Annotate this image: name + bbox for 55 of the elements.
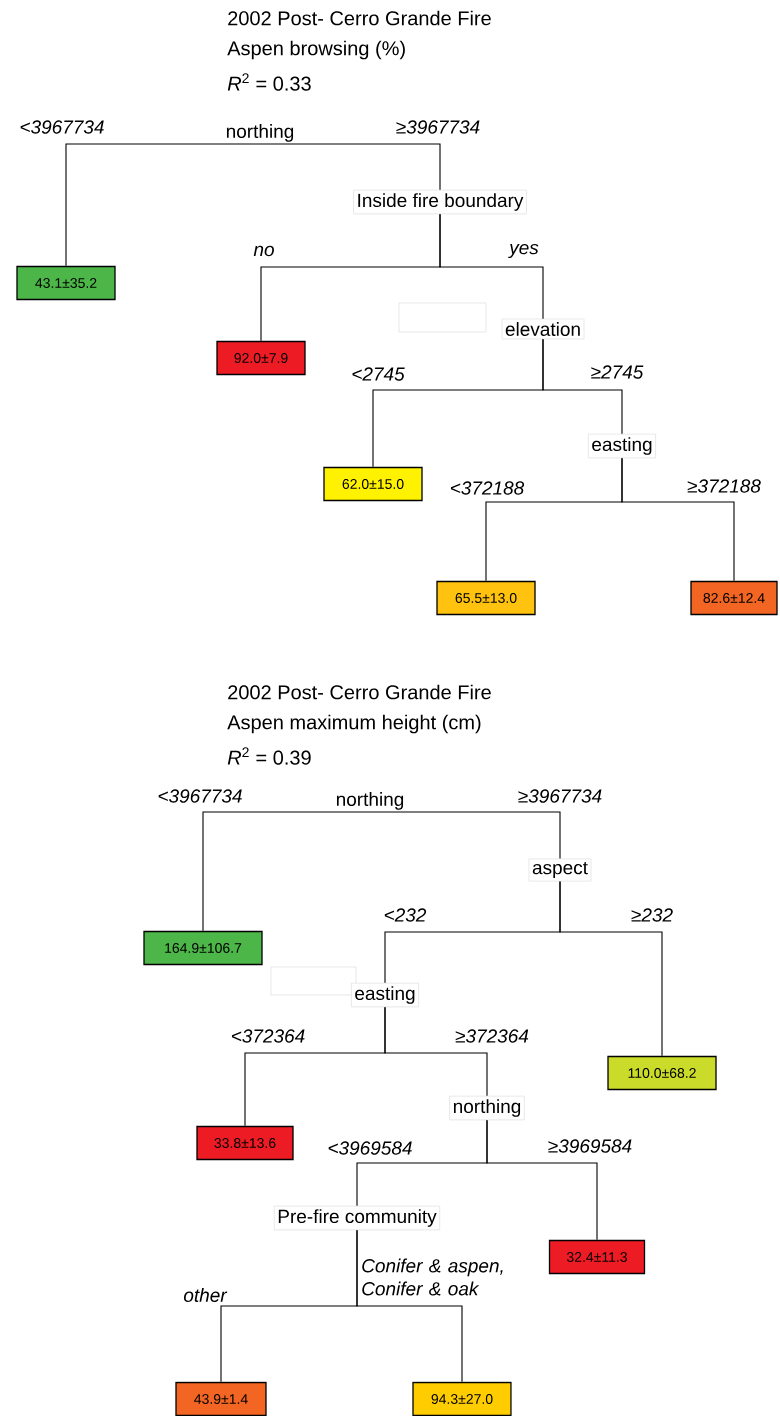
tree-connector xyxy=(356,1229,463,1383)
split-label: northing xyxy=(449,1095,525,1121)
branch-label: yes xyxy=(508,243,539,259)
tree-connector xyxy=(384,1006,488,1097)
leaf-box: 110.0±68.2 xyxy=(607,1055,717,1091)
tree-connector xyxy=(202,811,371,932)
branch-label: ≥2745 xyxy=(591,365,644,379)
leaf-box: 65.5±13.0 xyxy=(436,580,536,616)
branch-label: ≥372364 xyxy=(455,1029,529,1043)
tree-connector xyxy=(369,811,561,860)
branch-label: <372188 xyxy=(450,481,525,495)
tree-connector xyxy=(621,457,735,582)
split-label: easting xyxy=(351,982,419,1008)
chart-title: 2002 Post- Cerro Grande Fire xyxy=(228,10,491,26)
branch-label: Conifer & aspen, Conifer & oak xyxy=(362,1258,503,1296)
split-label: elevation xyxy=(501,318,585,340)
split-label: northing xyxy=(336,792,404,810)
branch-label: <2745 xyxy=(352,367,405,381)
split-label: Pre-fire community xyxy=(274,1205,440,1231)
branch-label: <232 xyxy=(384,908,427,922)
tree-connector xyxy=(439,213,544,320)
tree-connector xyxy=(486,1119,598,1241)
tree-connector xyxy=(559,880,663,1057)
chart-title: 2002 Post- Cerro Grande Fire xyxy=(228,684,491,700)
branch-label: <3969584 xyxy=(328,1141,412,1155)
branch-label: <372364 xyxy=(231,1029,305,1043)
branch-label: other xyxy=(184,1288,228,1302)
branch-label: ≥232 xyxy=(631,908,673,922)
branch-label: ≥372188 xyxy=(687,479,761,493)
tree-connector xyxy=(259,143,441,191)
leaf-box: 164.9±106.7 xyxy=(143,930,263,966)
chart-title: Aspen maximum height (cm) xyxy=(227,714,481,734)
branch-label: ≥3967734 xyxy=(518,789,602,803)
chart-title: Aspen browsing (%) xyxy=(227,40,405,60)
leaf-box: 92.0±7.9 xyxy=(216,340,306,376)
branch-label: ≥3967734 xyxy=(396,120,480,134)
branch-label: no xyxy=(253,245,274,257)
branch-label: <3967734 xyxy=(158,789,242,803)
tree-connector xyxy=(65,143,261,267)
leaf-box: 94.3±27.0 xyxy=(412,1381,512,1416)
leaf-box: 32.4±11.3 xyxy=(548,1239,646,1275)
leaf-box: 43.9±1.4 xyxy=(175,1381,267,1416)
branch-label: ≥3969584 xyxy=(548,1139,632,1153)
branch-label: <3967734 xyxy=(20,120,104,134)
leaf-box: 62.0±15.0 xyxy=(323,466,423,502)
leaf-box: 43.1±35.2 xyxy=(16,265,116,301)
split-label: easting xyxy=(588,433,656,459)
chart-title: R$^{2}$ = 0.33 xyxy=(227,73,311,91)
split-label: aspect xyxy=(528,858,592,882)
tree-connector xyxy=(542,338,623,435)
leaf-box: 33.8±13.6 xyxy=(196,1125,294,1161)
leaf-box: 82.6±12.4 xyxy=(690,580,778,616)
split-label: Inside fire boundary xyxy=(353,189,527,215)
chart-title: R$^{2}$ = 0.39 xyxy=(227,747,311,765)
split-label: northing xyxy=(226,124,294,142)
